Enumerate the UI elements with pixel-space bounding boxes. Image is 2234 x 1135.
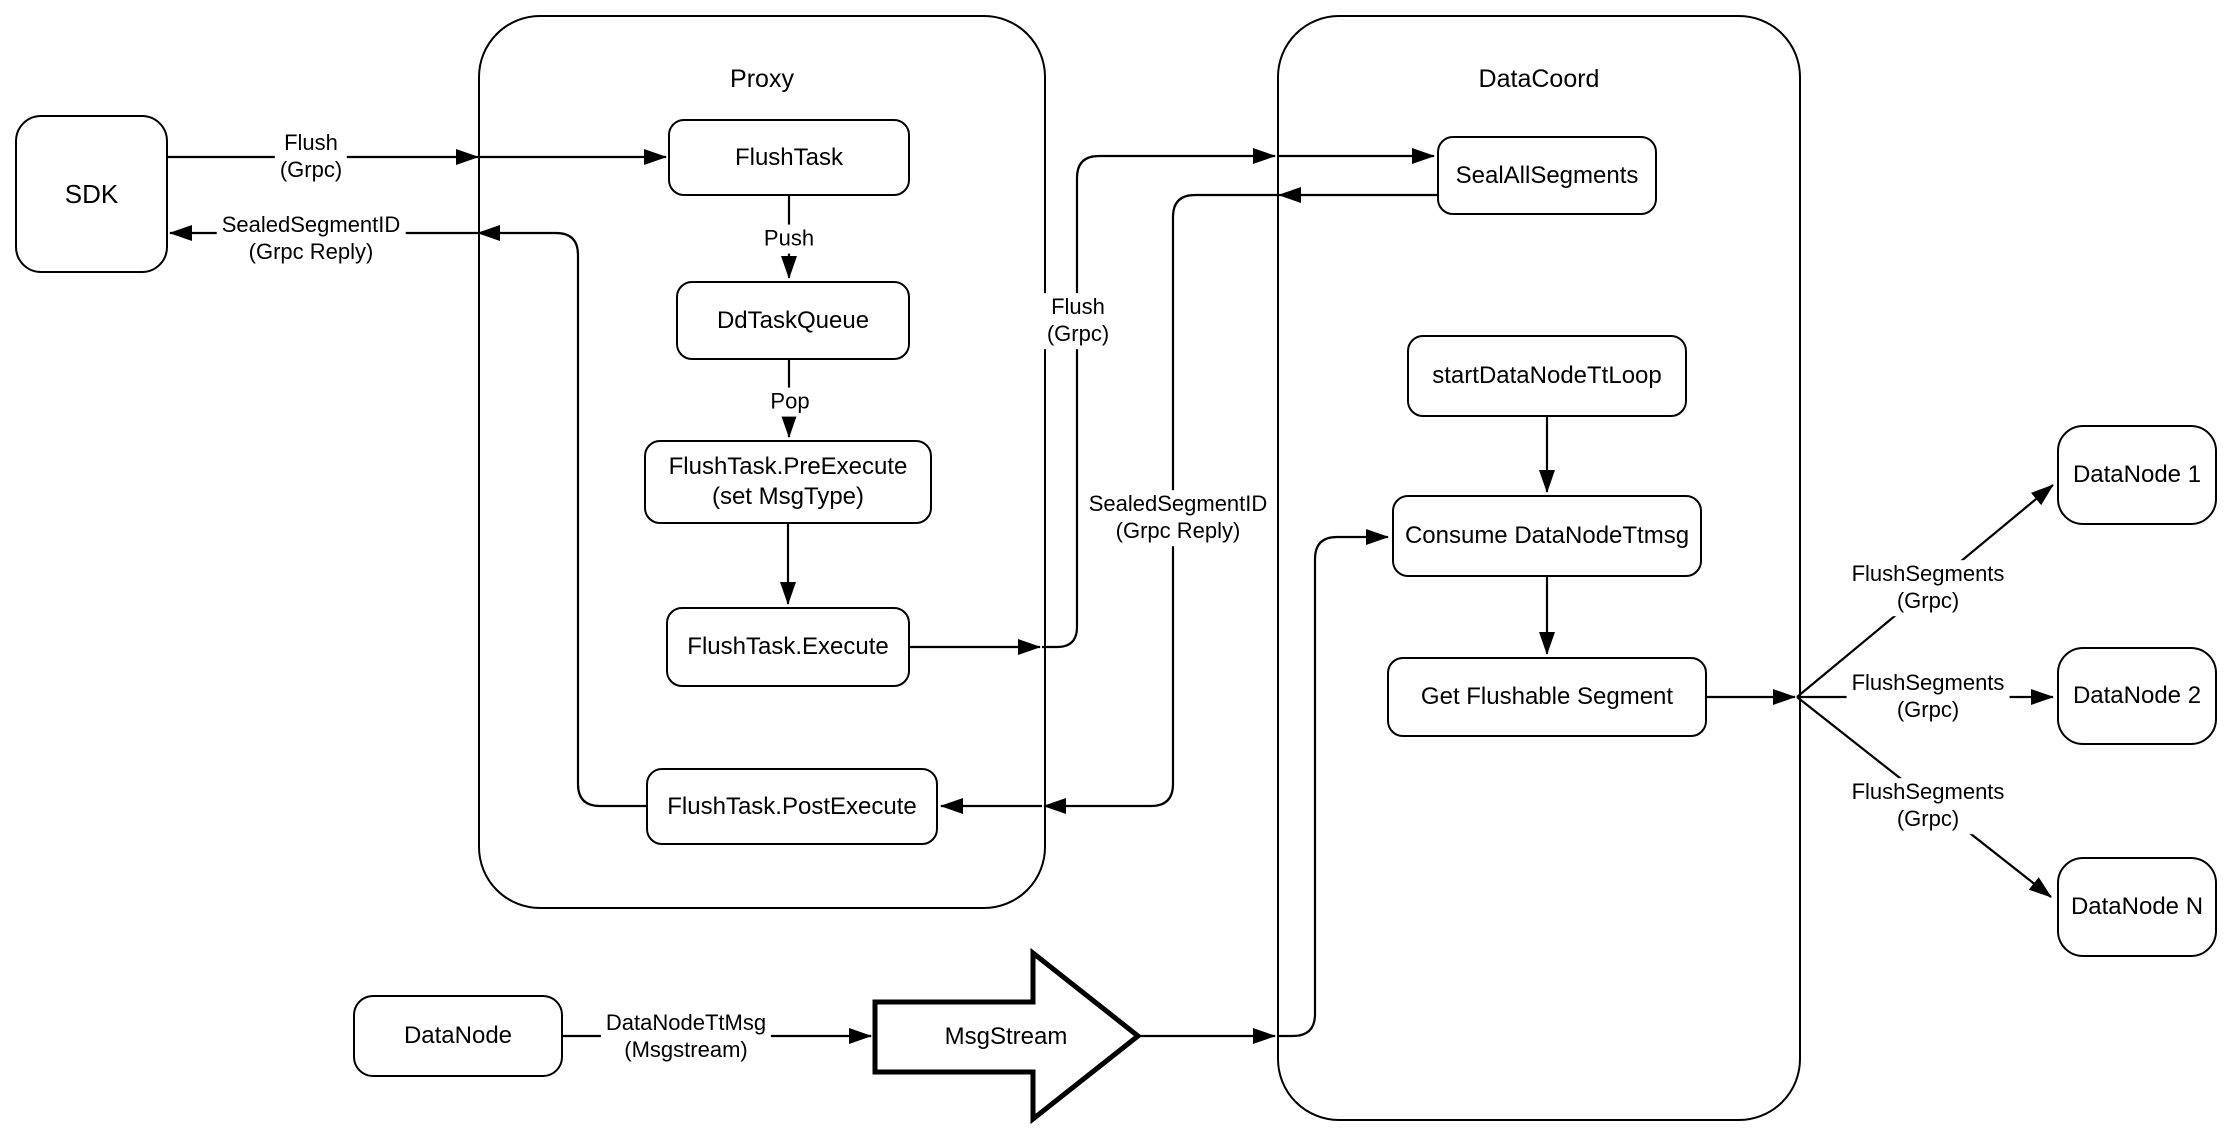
node-dd-task-queue: DdTaskQueue [676, 281, 910, 360]
edge-label-pop: Pop [765, 387, 815, 417]
node-datanode-2: DataNode 2 [2057, 647, 2217, 745]
node-flushtask-postexecute: FlushTask.PostExecute [646, 768, 938, 845]
edge-label-line: SealedSegmentID [1088, 491, 1268, 517]
node-consume-datanode-ttmsg: Consume DataNodeTtmsg [1392, 495, 1702, 577]
node-datanode-source: DataNode [353, 995, 563, 1077]
node-label: DataNode [403, 1022, 513, 1049]
datacoord-title: DataCoord [1478, 65, 1600, 93]
edge-label-line: (Grpc) [1896, 588, 1960, 613]
edge-label-line: Pop [770, 388, 810, 414]
edge-postexecute-to-proxy-border [477, 225, 646, 808]
edge-label-datanode-ttmsg: DataNodeTtMsg (Msgstream) [600, 1009, 772, 1065]
node-label: Consume DataNodeTtmsg [1404, 522, 1690, 549]
node-label: Get Flushable Segment [1420, 683, 1674, 710]
node-get-flushable-segment: Get Flushable Segment [1387, 657, 1707, 737]
edge-label-line: (Grpc Reply) [248, 239, 374, 264]
edge-label-line: Flush [284, 130, 338, 156]
edge-label-line: (Msgstream) [624, 1037, 748, 1062]
edge-label-line: FlushSegments [1851, 561, 2005, 587]
edge-msgstream-riser-to-consume [1277, 529, 1389, 1038]
node-datanode-1: DataNode 1 [2057, 425, 2217, 525]
datacoord-container: DataCoord [1277, 15, 1801, 1121]
node-label: FlushTask.Execute [687, 633, 889, 660]
edge-label-flush-segments-1: FlushSegments (Grpc) [1846, 560, 2010, 616]
edge-label-sealed-segment-id-reply: SealedSegmentID (Grpc Reply) [216, 211, 406, 267]
edge-label-line: (Grpc Reply) [1115, 518, 1241, 543]
proxy-title: Proxy [730, 65, 794, 93]
edge-label-push: Push [758, 224, 820, 254]
edge-label-sealed-segment-id-datacoord: SealedSegmentID (Grpc Reply) [1083, 490, 1273, 546]
msgstream-arrow-shape [872, 947, 1143, 1125]
node-label: FlushTask.PostExecute [667, 792, 917, 820]
node-label: SDK [64, 178, 119, 209]
edge-label-flush-grpc: Flush (Grpc) [274, 129, 348, 185]
node-label: DdTaskQueue [716, 306, 870, 334]
node-label: DataNode 1 [2072, 461, 2202, 488]
node-flushtask-execute: FlushTask.Execute [666, 607, 910, 687]
edge-label-line: DataNodeTtMsg [605, 1010, 767, 1036]
edge-flush-riser [1042, 148, 1276, 649]
node-label: FlushTask [734, 143, 844, 171]
node-sdk: SDK [15, 115, 168, 273]
node-label: DataNode N [2070, 893, 2204, 920]
msgstream-label: MsgStream [944, 1023, 1068, 1050]
edge-label-line: (Grpc) [1046, 321, 1110, 346]
edge-label-line: Flush [1051, 294, 1105, 320]
node-label: startDataNodeTtLoop [1432, 362, 1662, 389]
edge-label-line: (Grpc) [1896, 806, 1960, 831]
node-label: DataNode 2 [2072, 682, 2202, 709]
node-start-datanode-tt-loop: startDataNodeTtLoop [1407, 335, 1687, 417]
edge-label-line: (Grpc) [279, 157, 343, 182]
node-label: FlushTask.PreExecute [668, 453, 908, 480]
edge-label-line: Push [763, 225, 815, 251]
edge-label-line: FlushSegments [1851, 670, 2005, 696]
node-datanode-n: DataNode N [2057, 857, 2217, 957]
edge-label-flush-grpc-datacoord: Flush (Grpc) [1041, 293, 1115, 349]
edge-label-flush-segments-2: FlushSegments (Grpc) [1846, 669, 2010, 725]
node-flushtask-preexecute: FlushTask.PreExecute (set MsgType) [644, 440, 932, 524]
edge-label-line: FlushSegments [1851, 779, 2005, 805]
node-flush-task: FlushTask [668, 119, 910, 196]
proxy-container: Proxy [478, 15, 1046, 909]
edge-label-line: (Grpc) [1896, 697, 1960, 722]
edge-label-line: SealedSegmentID [221, 212, 401, 238]
node-sublabel: (set MsgType) [711, 483, 865, 510]
edge-label-flush-segments-n: FlushSegments (Grpc) [1846, 778, 2010, 834]
node-seal-all-segments: SealAllSegments [1437, 136, 1657, 215]
node-label: SealAllSegments [1455, 161, 1639, 189]
